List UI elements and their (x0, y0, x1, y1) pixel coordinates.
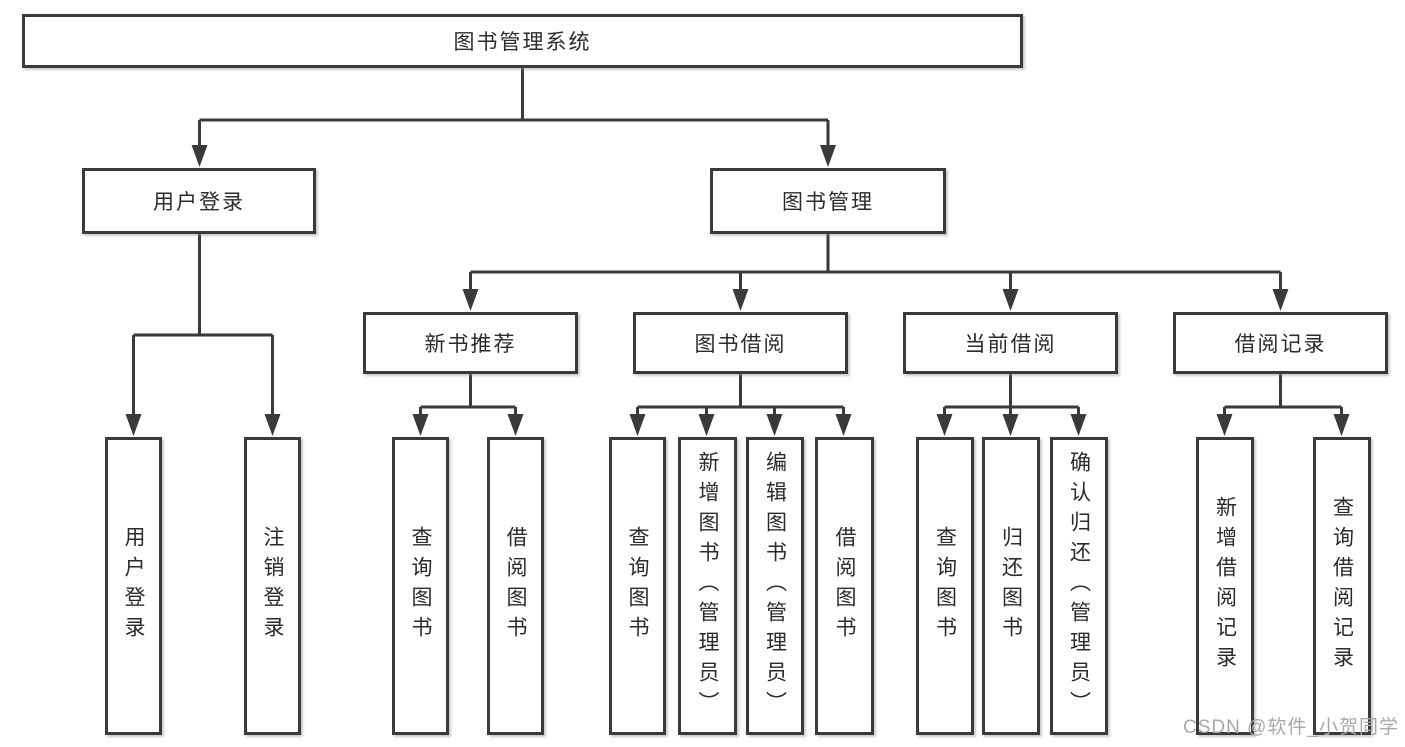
node-current-borrow-label: 当前借阅 (964, 333, 1057, 356)
leaf-query-books-3: 查询图书 (916, 437, 974, 735)
leaf-query-borrow-record-label: 查询借阅记录 (1330, 496, 1354, 676)
node-book-borrow: 图书借阅 (633, 312, 848, 374)
leaf-query-books-3-label: 查询图书 (933, 526, 957, 646)
node-current-borrow: 当前借阅 (903, 312, 1118, 374)
arrowhead (264, 414, 281, 436)
arrowhead (507, 414, 524, 436)
arrowhead (698, 414, 715, 436)
connector-current-borrow-branch (943, 373, 1080, 415)
leaf-user-login-label: 用户登录 (122, 526, 145, 646)
arrowhead (1272, 289, 1289, 311)
leaf-logout-label: 注销登录 (261, 526, 284, 646)
arrowhead (1216, 414, 1233, 436)
leaf-query-books-1: 查询图书 (392, 437, 449, 735)
arrowhead (412, 414, 429, 436)
leaf-query-books-2-label: 查询图书 (626, 526, 649, 646)
arrowhead (191, 145, 208, 167)
arrowhead (1002, 414, 1019, 436)
arrowhead (936, 414, 953, 436)
leaf-add-borrow-record: 新增借阅记录 (1196, 437, 1254, 735)
connector-user-login-branch (132, 234, 274, 415)
node-book-management-label: 图书管理 (782, 191, 874, 214)
leaf-query-books-2: 查询图书 (609, 437, 666, 735)
leaf-borrow-books-1: 借阅图书 (487, 437, 544, 735)
leaf-user-login: 用户登录 (105, 437, 162, 735)
arrowhead (820, 145, 836, 167)
arrowhead (835, 414, 852, 436)
connector-new-book-branch (419, 373, 517, 415)
node-borrow-records-label: 借阅记录 (1234, 333, 1327, 356)
arrowheads (125, 145, 1350, 436)
csdn-watermark: CSDN @软件_小贺同学 (1183, 717, 1399, 738)
node-root-label: 图书管理系统 (453, 31, 592, 54)
leaf-borrow-books-1-label: 借阅图书 (504, 526, 527, 646)
arrowhead (1002, 289, 1019, 311)
connector-book-borrow-branch (636, 373, 845, 415)
leaf-query-borrow-record: 查询借阅记录 (1313, 437, 1371, 735)
leaf-edit-books-admin: 编辑图书（管理员） (746, 437, 804, 735)
leaf-logout: 注销登录 (244, 437, 301, 735)
arrowhead (1070, 414, 1087, 436)
node-user-login: 用户登录 (82, 168, 316, 234)
arrowhead (462, 289, 479, 311)
leaf-query-books-1-label: 查询图书 (409, 526, 432, 646)
arrowhead (766, 414, 783, 436)
node-new-book-recommend: 新书推荐 (363, 312, 578, 374)
arrowhead (1333, 414, 1350, 436)
node-root: 图书管理系统 (22, 14, 1023, 68)
leaf-edit-books-admin-label: 编辑图书（管理员） (763, 451, 787, 721)
node-new-book-recommend-label: 新书推荐 (424, 333, 517, 356)
arrowhead (732, 289, 749, 311)
leaf-add-books-admin: 新增图书（管理员） (678, 437, 737, 735)
connector-root-to-level2 (198, 68, 830, 147)
arrowhead (629, 414, 646, 436)
leaf-borrow-books-2-label: 借阅图书 (833, 526, 856, 646)
leaf-confirm-return-admin-label: 确认归还（管理员） (1067, 451, 1091, 721)
node-borrow-records: 借阅记录 (1173, 312, 1388, 374)
leaf-borrow-books-2: 借阅图书 (815, 437, 874, 735)
leaf-add-books-admin-label: 新增图书（管理员） (696, 451, 719, 721)
node-user-login-label: 用户登录 (153, 191, 245, 214)
leaf-return-books-label: 归还图书 (999, 526, 1023, 646)
leaf-add-borrow-record-label: 新增借阅记录 (1213, 496, 1237, 676)
leaf-confirm-return-admin: 确认归还（管理员） (1050, 437, 1108, 735)
node-book-management: 图书管理 (710, 168, 946, 234)
connector-borrow-records-branch (1223, 373, 1343, 415)
leaf-return-books: 归还图书 (982, 437, 1040, 735)
node-book-borrow-label: 图书借阅 (694, 333, 787, 356)
connector-book-mgmt-branch (469, 234, 1282, 290)
arrowhead (125, 414, 142, 436)
